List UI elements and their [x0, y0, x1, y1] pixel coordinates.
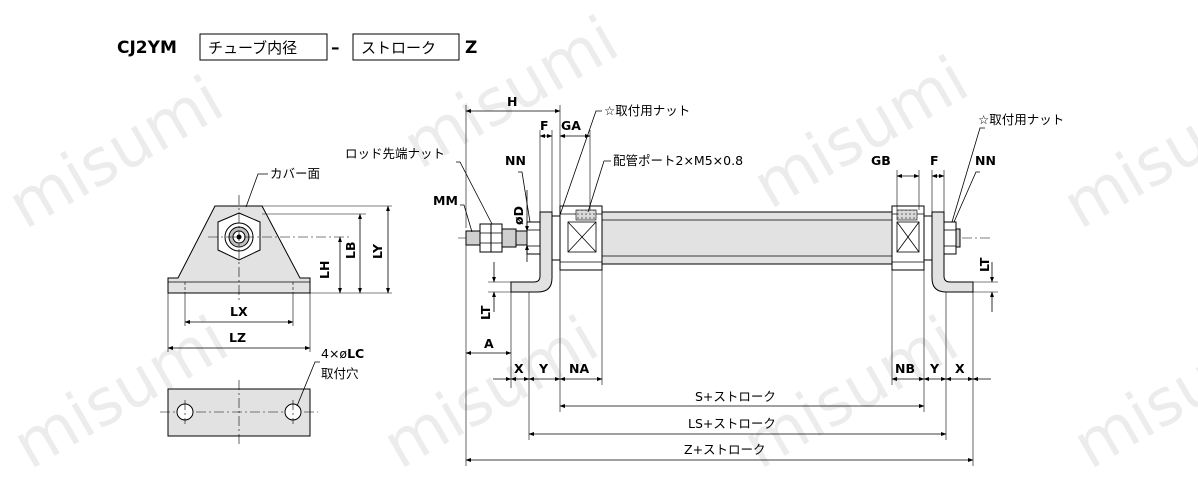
- hole-name-label: 取付穴: [321, 366, 359, 381]
- s-label: S+ストローク: [695, 389, 776, 404]
- lt-left-label: LT: [478, 305, 493, 320]
- mount-nut-right-label: ☆取付用ナット: [978, 112, 1064, 127]
- h-label: H: [507, 94, 517, 109]
- model-name: CJ2YM: [117, 38, 177, 58]
- a-label: A: [484, 336, 494, 351]
- cylinder-tube: [601, 211, 893, 265]
- left-mount-nut: [526, 221, 541, 255]
- side-view: H F GA ☆取付用ナット NN øD MM ロッド先端ナット 配管ポート2×…: [345, 94, 1064, 466]
- piping-port-label: 配管ポート2×M5×0.8: [613, 153, 743, 168]
- right-mount-nut: [943, 221, 957, 255]
- na-label: NA: [569, 361, 589, 376]
- rod-end-nut-label: ロッド先端ナット: [345, 146, 445, 161]
- gb-label: GB: [871, 153, 891, 168]
- bottom-view: 4×øLC 取付穴: [160, 346, 364, 444]
- title-suffix: Z: [465, 38, 477, 58]
- watermark: misumi: [371, 303, 611, 484]
- mount-nut-left-label: ☆取付用ナット: [604, 103, 690, 118]
- tube-bore-label: チューブ内径: [208, 39, 297, 57]
- watermark: misumi: [0, 63, 236, 244]
- od-label: øD: [511, 206, 526, 225]
- nn-left-label: NN: [505, 153, 526, 168]
- watermark: misumi: [1051, 63, 1198, 244]
- ga-label: GA: [561, 118, 581, 133]
- rod-end-nut: [479, 223, 492, 253]
- lh-label: LH: [317, 261, 332, 279]
- f-right-label: F: [930, 153, 939, 168]
- x-right-label: X: [955, 361, 965, 376]
- hole-count-label: 4×øLC: [321, 346, 364, 361]
- y-left-label: Y: [538, 361, 549, 376]
- z-label: Z+ストローク: [684, 442, 766, 457]
- f-left-label: F: [540, 118, 549, 133]
- nn-right-label: NN: [975, 153, 996, 168]
- front-view: LH LB LY カバー面 LX LZ: [167, 166, 392, 352]
- mm-label: MM: [433, 193, 458, 208]
- model-code: CJ2YM チューブ内径 – ストローク Z: [117, 33, 477, 61]
- title-dash: –: [331, 38, 340, 58]
- y-right-label: Y: [929, 361, 940, 376]
- ls-label: LS+ストローク: [688, 416, 776, 431]
- x-left-label: X: [514, 361, 524, 376]
- tube-bore-box: [199, 33, 328, 61]
- nb-label: NB: [895, 361, 915, 376]
- watermark: misumi: [741, 43, 981, 224]
- rod-end-nut: [490, 223, 503, 253]
- lx-label: LX: [230, 304, 248, 319]
- lz-label: LZ: [229, 330, 246, 345]
- lt-right-label: LT: [977, 257, 992, 272]
- watermark: misumi: [1061, 303, 1198, 484]
- lb-label: LB: [343, 242, 358, 260]
- cover-face-label: カバー面: [270, 166, 320, 181]
- stroke-label: ストローク: [361, 39, 436, 57]
- stroke-box: [352, 33, 460, 61]
- ly-label: LY: [370, 243, 385, 259]
